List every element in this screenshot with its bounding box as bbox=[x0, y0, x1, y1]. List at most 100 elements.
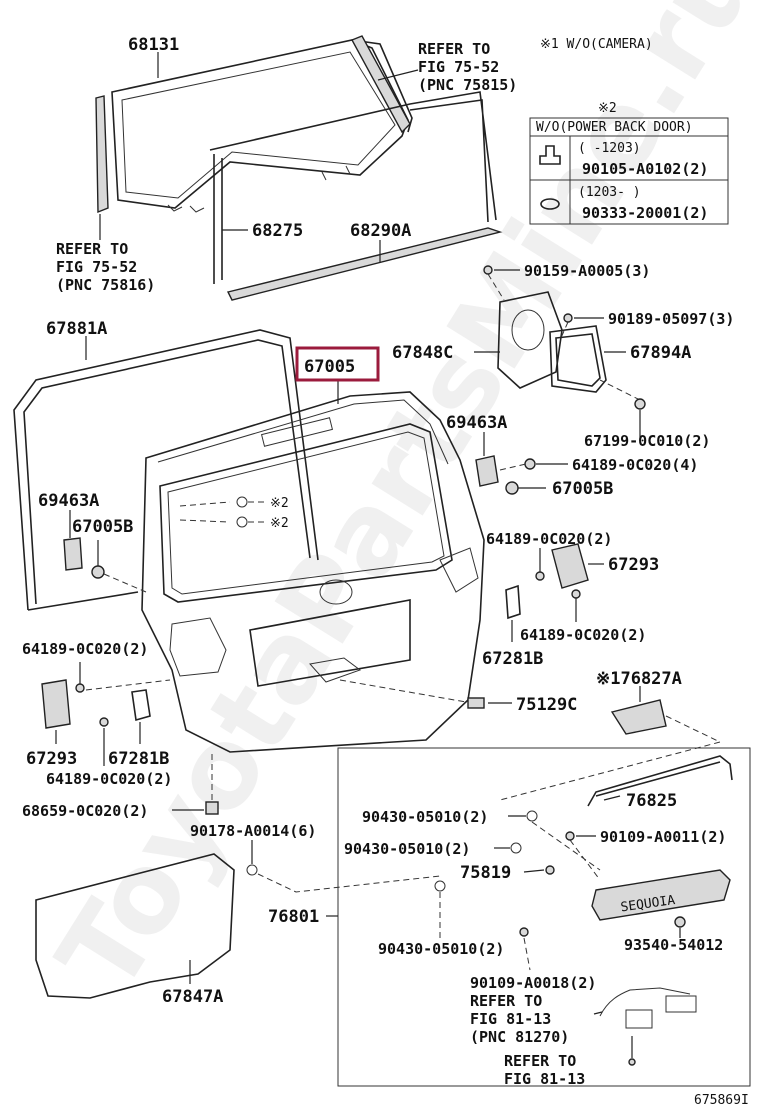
switch-67281B-left[interactable] bbox=[131, 689, 151, 722]
label-90109-a[interactable]: 90109-A0011(2) bbox=[600, 828, 726, 846]
grommet-icon bbox=[236, 516, 248, 528]
refer-8113a-line2[interactable]: FIG 81-13 bbox=[470, 1010, 551, 1028]
label-69463A-right[interactable]: 69463A bbox=[446, 413, 507, 433]
refer-8113a-line3[interactable]: (PNC 81270) bbox=[470, 1028, 569, 1046]
bolt-icon bbox=[483, 265, 493, 275]
weatherstrip-68275[interactable] bbox=[209, 91, 497, 284]
refer-7552b-line3[interactable]: (PNC 75816) bbox=[56, 276, 155, 294]
screw-icon bbox=[628, 1058, 636, 1066]
lock-67293-right[interactable] bbox=[551, 543, 589, 589]
label-64189-d[interactable]: 64189-0C020(2) bbox=[22, 640, 148, 658]
refer-7552a-line1[interactable]: REFER TO bbox=[418, 40, 490, 58]
refer-7552b-line2[interactable]: FIG 75-52 bbox=[56, 258, 137, 276]
label-93540[interactable]: 93540-54012 bbox=[624, 936, 723, 954]
label-68290A[interactable]: 68290A bbox=[350, 221, 411, 241]
label-67847A[interactable]: 67847A bbox=[162, 987, 223, 1007]
label-x2-b: ※2 bbox=[270, 516, 289, 531]
stopper-69463A-right[interactable] bbox=[475, 455, 499, 487]
label-90159[interactable]: 90159-A0005(3) bbox=[524, 262, 650, 280]
label-90109-b[interactable]: 90109-A0018(2) bbox=[470, 974, 596, 992]
label-76801[interactable]: 76801 bbox=[268, 907, 319, 927]
label-67199[interactable]: 67199-0C010(2) bbox=[584, 432, 710, 450]
label-64189-a[interactable]: 64189-0C020(4) bbox=[572, 456, 698, 474]
label-76825[interactable]: 76825 bbox=[626, 791, 677, 811]
stop-lamp-75819[interactable] bbox=[591, 869, 731, 921]
label-90430-a[interactable]: 90430-05010(2) bbox=[362, 808, 488, 826]
label-76827A[interactable]: ※176827A bbox=[596, 669, 682, 689]
glass-side-trim-left[interactable] bbox=[95, 95, 109, 214]
clip-icon bbox=[674, 916, 686, 928]
label-90430-c[interactable]: 90430-05010(2) bbox=[378, 940, 504, 958]
label-67881A[interactable]: 67881A bbox=[46, 319, 107, 339]
nut-icon bbox=[434, 880, 446, 892]
emblem-75129C[interactable] bbox=[467, 697, 485, 709]
bolt-icon bbox=[236, 496, 248, 508]
label-67293-right[interactable]: 67293 bbox=[608, 555, 659, 575]
label-67293-left[interactable]: 67293 bbox=[26, 749, 77, 769]
moulding-68290A[interactable] bbox=[226, 227, 503, 301]
label-64189-b[interactable]: 64189-0C020(2) bbox=[486, 530, 612, 548]
note2-row1-range: ( -1203) bbox=[578, 141, 641, 156]
screw-icon bbox=[545, 865, 555, 875]
lock-67293-left[interactable] bbox=[41, 679, 71, 729]
camera-cover-67848C[interactable] bbox=[497, 291, 563, 389]
clip-68659[interactable] bbox=[205, 801, 219, 815]
refer-8113b-line2[interactable]: FIG 81-13 bbox=[504, 1070, 585, 1088]
figure-id: 675869I bbox=[694, 1093, 749, 1108]
note2-table: ※2 W/O(POWER BACK DOOR) ( -1203) 90105-A… bbox=[529, 101, 729, 225]
refer-7552b-line1[interactable]: REFER TO bbox=[56, 240, 128, 258]
gasket-67894A[interactable] bbox=[549, 325, 607, 393]
label-64189-c[interactable]: 64189-0C020(2) bbox=[520, 626, 646, 644]
label-67005B-left[interactable]: 67005B bbox=[72, 517, 133, 537]
label-69463A-left[interactable]: 69463A bbox=[38, 491, 99, 511]
spoiler-assembly-box bbox=[337, 747, 751, 1087]
refer-8113a-line1[interactable]: REFER TO bbox=[470, 992, 542, 1010]
bolt-icon bbox=[99, 717, 109, 727]
clip-icon bbox=[246, 864, 258, 876]
clip-icon bbox=[539, 145, 561, 165]
label-67848C[interactable]: 67848C bbox=[392, 343, 453, 363]
label-75819[interactable]: 75819 bbox=[460, 863, 511, 883]
bolt-icon bbox=[634, 398, 646, 410]
label-68131[interactable]: 68131 bbox=[128, 35, 179, 55]
label-90189[interactable]: 90189-05097(3) bbox=[608, 310, 734, 328]
refer-8113b-line1[interactable]: REFER TO bbox=[504, 1052, 576, 1070]
glass-side-trim-right[interactable] bbox=[351, 35, 411, 134]
bracket-76827A[interactable] bbox=[610, 699, 667, 735]
label-67005[interactable]: 67005 bbox=[304, 357, 355, 377]
note2-row2-part[interactable]: 90333-20001(2) bbox=[582, 204, 708, 222]
back-door-67005[interactable] bbox=[141, 391, 485, 753]
clip-icon bbox=[563, 313, 573, 323]
screw-icon bbox=[519, 927, 529, 937]
watermark: ToyotaPartsMine.ru bbox=[33, 0, 760, 1014]
bolt-icon bbox=[524, 458, 536, 470]
refer-7552a-line2[interactable]: FIG 75-52 bbox=[418, 58, 499, 76]
note2-header: W/O(POWER BACK DOOR) bbox=[536, 120, 693, 135]
label-67281B-left[interactable]: 67281B bbox=[108, 749, 169, 769]
bumper-icon bbox=[91, 565, 105, 579]
note2-marker: ※2 bbox=[598, 101, 617, 116]
wire-harness[interactable] bbox=[599, 987, 691, 1017]
label-90178[interactable]: 90178-A0014(6) bbox=[190, 822, 316, 840]
label-67281B-right[interactable]: 67281B bbox=[482, 649, 543, 669]
note2-row1-part[interactable]: 90105-A0102(2) bbox=[582, 160, 708, 178]
stopper-69463A-left[interactable] bbox=[63, 537, 83, 571]
nut-icon bbox=[510, 842, 522, 854]
note1: ※1 W/O(CAMERA) bbox=[540, 37, 653, 52]
spoiler-76825[interactable] bbox=[587, 755, 733, 807]
trim-board-67847A[interactable] bbox=[35, 853, 235, 999]
label-x2-a: ※2 bbox=[270, 496, 289, 511]
label-68275[interactable]: 68275 bbox=[252, 221, 303, 241]
highlight-box bbox=[295, 346, 380, 382]
bumper-icon bbox=[505, 481, 519, 495]
switch-67281B-right[interactable] bbox=[505, 584, 521, 620]
label-75129C[interactable]: 75129C bbox=[516, 695, 577, 715]
label-64189-e[interactable]: 64189-0C020(2) bbox=[46, 770, 172, 788]
refer-7552a-line3[interactable]: (PNC 75815) bbox=[418, 76, 517, 94]
label-90430-b[interactable]: 90430-05010(2) bbox=[344, 840, 470, 858]
label-67005B-right[interactable]: 67005B bbox=[552, 479, 613, 499]
label-67894A[interactable]: 67894A bbox=[630, 343, 691, 363]
weatherstrip-67881A[interactable] bbox=[13, 329, 319, 611]
label-68659[interactable]: 68659-0C020(2) bbox=[22, 802, 148, 820]
